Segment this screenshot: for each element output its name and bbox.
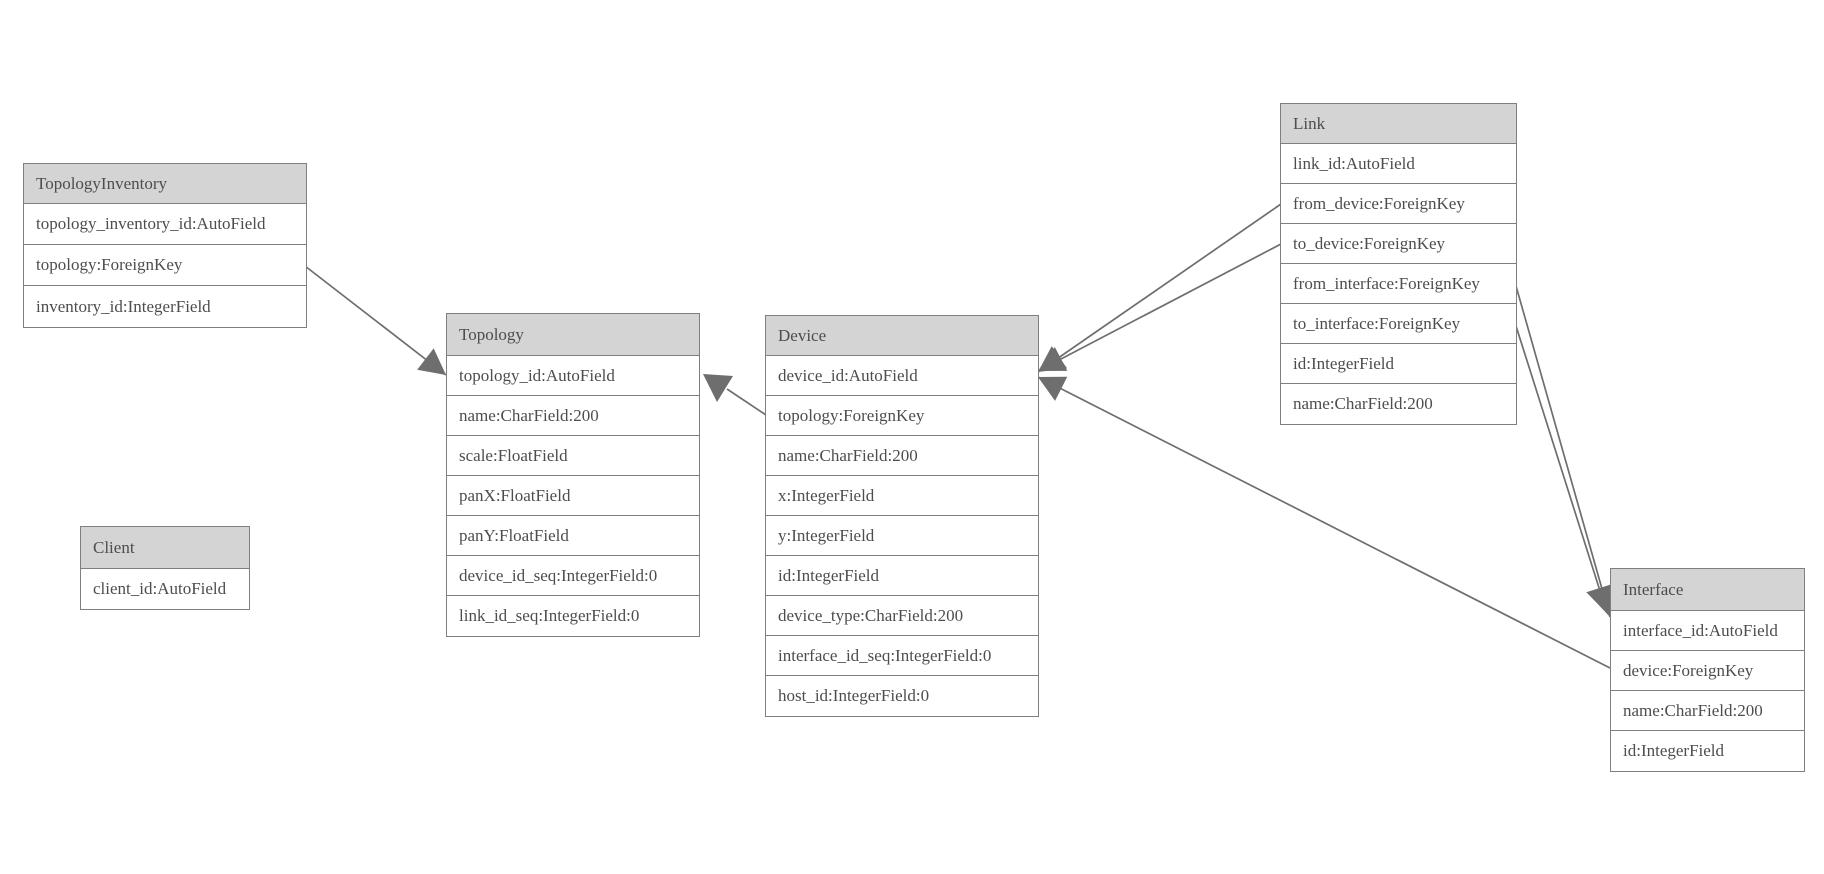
entity-field-link-4: to_interface:ForeignKey (1281, 304, 1516, 344)
entity-title-client: Client (81, 527, 249, 569)
edge-link-to-device-fk (1037, 243, 1282, 372)
edge-link-to-interface-fk (1515, 325, 1613, 614)
entity-field-link-5: id:IntegerField (1281, 344, 1516, 384)
entity-field-link-6: name:CharField:200 (1281, 384, 1516, 424)
entity-title-topologyinventory: TopologyInventory (24, 164, 306, 204)
entity-title-interface: Interface (1611, 569, 1804, 611)
arrowhead-device-topology-fk (703, 374, 733, 402)
arrowhead-interface-device-fk (1038, 376, 1068, 401)
entity-field-topology-4: panY:FloatField (447, 516, 699, 556)
entity-field-topologyinventory-1: topology:ForeignKey (24, 245, 306, 286)
edge-link-from-device-fk (1037, 203, 1282, 373)
arrowhead-topologyinventory-topology-fk (417, 348, 446, 375)
entity-field-device-5: id:IntegerField (766, 556, 1038, 596)
entity-field-topologyinventory-2: inventory_id:IntegerField (24, 286, 306, 327)
entity-field-device-2: name:CharField:200 (766, 436, 1038, 476)
entity-field-topology-1: name:CharField:200 (447, 396, 699, 436)
entity-field-link-1: from_device:ForeignKey (1281, 184, 1516, 224)
entity-field-device-0: device_id:AutoField (766, 356, 1038, 396)
entity-title-link: Link (1281, 104, 1516, 144)
entity-title-topology: Topology (447, 314, 699, 356)
arrowhead-link-to-device-fk (1038, 346, 1068, 371)
edge-device-topology-fk (703, 374, 767, 416)
entity-field-interface-3: id:IntegerField (1611, 731, 1804, 771)
entity-field-link-2: to_device:ForeignKey (1281, 224, 1516, 264)
edge-topologyinventory-topology-fk (304, 265, 447, 376)
entity-field-topology-2: scale:FloatField (447, 436, 699, 476)
entity-field-device-6: device_type:CharField:200 (766, 596, 1038, 636)
entity-field-link-0: link_id:AutoField (1281, 144, 1516, 184)
entity-field-topology-0: topology_id:AutoField (447, 356, 699, 396)
entity-field-topologyinventory-0: topology_inventory_id:AutoField (24, 204, 306, 245)
entity-field-device-1: topology:ForeignKey (766, 396, 1038, 436)
entity-field-device-4: y:IntegerField (766, 516, 1038, 556)
entity-field-client-0: client_id:AutoField (81, 569, 249, 609)
entity-field-interface-2: name:CharField:200 (1611, 691, 1804, 731)
edge-link-from-interface-fk (1515, 285, 1616, 618)
entity-field-device-3: x:IntegerField (766, 476, 1038, 516)
entity-field-topology-3: panX:FloatField (447, 476, 699, 516)
entity-field-link-3: from_interface:ForeignKey (1281, 264, 1516, 304)
entity-field-interface-0: interface_id:AutoField (1611, 611, 1804, 651)
arrowhead-link-to-interface-fk (1586, 584, 1613, 613)
entity-field-topology-6: link_id_seq:IntegerField:0 (447, 596, 699, 636)
entity-title-device: Device (766, 316, 1038, 356)
entity-field-interface-1: device:ForeignKey (1611, 651, 1804, 691)
arrowhead-link-from-device-fk (1038, 346, 1068, 372)
entity-field-device-7: interface_id_seq:IntegerField:0 (766, 636, 1038, 676)
entity-field-topology-5: device_id_seq:IntegerField:0 (447, 556, 699, 596)
entity-field-device-8: host_id:IntegerField:0 (766, 676, 1038, 716)
